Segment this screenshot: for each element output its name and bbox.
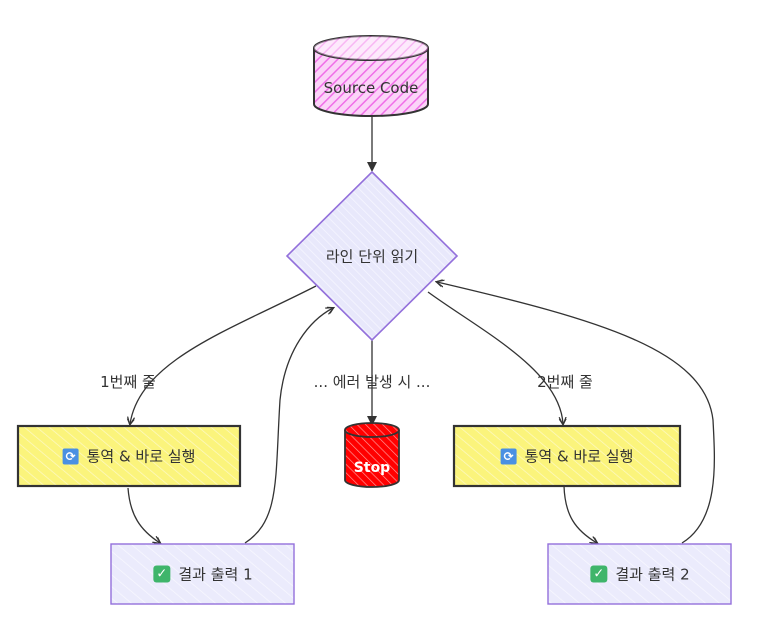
- node-output-1[interactable]: [110, 543, 295, 605]
- output-2-label: ✓ 결과 출력 2: [590, 564, 690, 585]
- output-2-text: 결과 출력 2: [615, 565, 690, 584]
- source-code-label: Source Code: [324, 79, 419, 97]
- edge-out1-to-decision: [244, 308, 333, 544]
- node-exec-1[interactable]: [16, 424, 242, 488]
- decision-text: 라인 단위 읽기: [325, 247, 419, 266]
- node-stop[interactable]: [344, 422, 400, 488]
- check-icon: ✓: [590, 565, 608, 583]
- decision-label: 라인 단위 읽기: [326, 246, 418, 267]
- stop-label: Stop: [353, 460, 391, 476]
- node-source-code[interactable]: [313, 35, 429, 117]
- exec-2-text: 통역 & 바로 실행: [524, 447, 634, 466]
- sync-icon: ⟳: [500, 448, 517, 464]
- output-1-text: 결과 출력 1: [178, 565, 253, 584]
- source-code-text: Source Code: [323, 79, 419, 97]
- sync-icon: ⟳: [62, 448, 79, 464]
- edge-decision-to-exec1: [130, 285, 317, 424]
- edge-label-line-2: 2번째 줄: [537, 373, 593, 391]
- exec-1-text: 통역 & 바로 실행: [86, 447, 196, 466]
- edge-label-line-1: 1번째 줄: [100, 373, 156, 391]
- node-output-2[interactable]: [547, 543, 732, 605]
- exec-2-label: ⟳ 통역 & 바로 실행: [500, 446, 634, 467]
- edge-label-error: ... 에러 발생 시 ...: [313, 373, 431, 391]
- edge-decision-to-exec2: [427, 291, 563, 424]
- edge-exec2-to-out2: [563, 485, 597, 543]
- output-1-label: ✓ 결과 출력 1: [153, 564, 253, 585]
- node-exec-2[interactable]: [452, 424, 682, 488]
- edge-out2-to-decision: [437, 282, 716, 544]
- node-decision[interactable]: [285, 170, 459, 342]
- check-icon: ✓: [153, 565, 171, 583]
- exec-1-label: ⟳ 통역 & 바로 실행: [62, 446, 196, 467]
- edge-exec1-to-out1: [127, 487, 160, 543]
